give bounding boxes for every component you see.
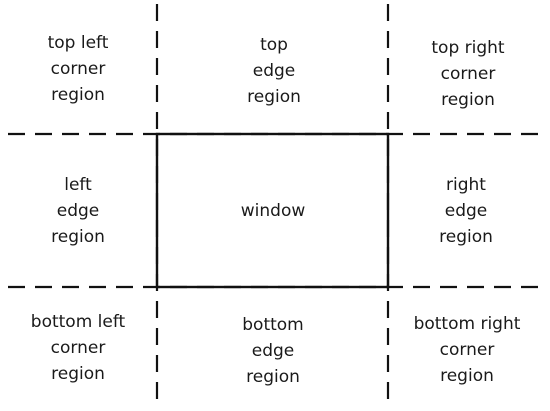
bottom-left-corner-region-label: bottom left corner region — [31, 309, 125, 387]
label-line: top right — [431, 38, 505, 58]
label-line: region — [247, 87, 301, 107]
left-edge-region-label: left edge region — [51, 172, 105, 250]
label-line: region — [51, 227, 105, 247]
label-line: edge — [251, 341, 295, 361]
bottom-right-corner-region-label: bottom right corner region — [414, 311, 521, 389]
label-line: corner — [50, 338, 106, 358]
label-line: corner — [50, 59, 106, 79]
label-line: edge — [252, 61, 296, 81]
label-line: region — [246, 367, 300, 387]
label-line: left — [64, 175, 92, 195]
bottom-edge-region-label: bottom edge region — [242, 312, 303, 390]
label-line: edge — [444, 201, 488, 221]
top-right-corner-region-label: top right corner region — [431, 35, 504, 113]
label-line: corner — [439, 340, 495, 360]
label-line: bottom left — [30, 312, 126, 332]
label-line: edge — [56, 201, 100, 221]
right-edge-region-label: right edge region — [439, 172, 493, 250]
label-line: region — [439, 227, 493, 247]
window-rectangle — [155, 132, 390, 289]
label-line: region — [441, 90, 495, 110]
label-line: region — [51, 364, 105, 384]
top-left-corner-region-label: top left corner region — [48, 30, 109, 108]
top-edge-region-label: top edge region — [247, 32, 301, 110]
label-line: top — [260, 35, 288, 55]
label-line: window — [240, 201, 306, 221]
label-line: corner — [440, 64, 496, 84]
label-line: region — [51, 85, 105, 105]
label-line: bottom right — [413, 314, 521, 334]
label-line: right — [446, 175, 486, 195]
label-line: top left — [47, 33, 109, 53]
label-line: bottom — [242, 315, 304, 335]
label-line: region — [440, 366, 494, 386]
window-label: window — [241, 198, 306, 224]
